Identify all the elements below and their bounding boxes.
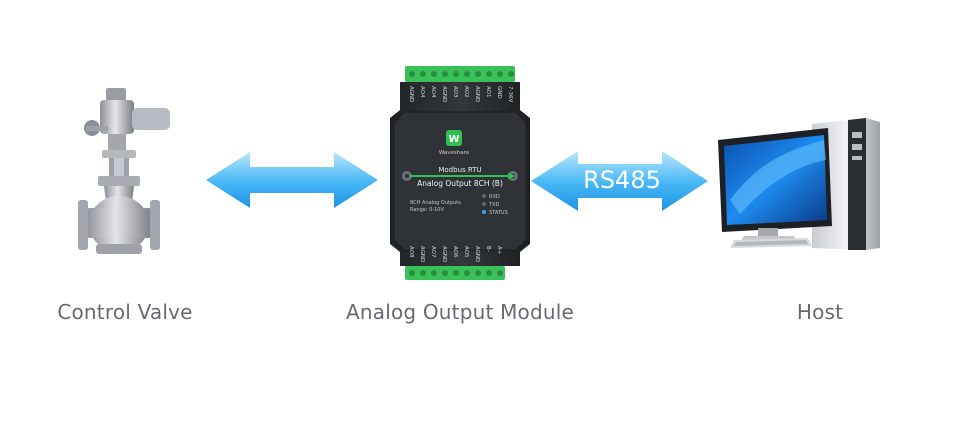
terminal-label: AGND bbox=[419, 246, 425, 262]
indicator-rxd: RXD bbox=[489, 194, 500, 200]
indicator-status: STATUS bbox=[489, 210, 508, 216]
control-valve-image bbox=[78, 88, 170, 254]
terminal-label: AO3 bbox=[452, 86, 458, 98]
module-indicators: RXD TXD STATUS bbox=[482, 194, 508, 216]
terminal-label: AGND bbox=[474, 86, 480, 102]
bottom-terminal-labels: AO8 AGND AO7 AGND AO6 AO5 AGND B- A+ bbox=[408, 246, 502, 262]
terminal-label: A+ bbox=[496, 246, 502, 255]
terminal-label: AO6 bbox=[452, 246, 458, 258]
module-protocol: Modbus RTU bbox=[438, 166, 481, 174]
terminal-label: GND bbox=[496, 86, 502, 99]
top-terminal-labels: AGND AO4 AO4 AGND AO3 AO2 AGND AO1 GND 7-36V bbox=[408, 86, 513, 102]
terminal-label: AO1 bbox=[485, 86, 491, 98]
terminal-label: AGND bbox=[441, 246, 447, 262]
terminal-label: AGND bbox=[408, 86, 414, 102]
terminal-label: AO2 bbox=[463, 86, 469, 98]
module-spec-2: Range: 0-10V bbox=[410, 207, 444, 213]
terminal-label: AO4 bbox=[430, 86, 436, 98]
terminal-label: AGND bbox=[441, 86, 447, 102]
terminal-label: AO8 bbox=[408, 246, 414, 258]
terminal-label: AO4 bbox=[419, 86, 425, 98]
terminal-label: AGND bbox=[474, 246, 480, 262]
indicator-txd: TXD bbox=[488, 202, 499, 208]
module-product-name: Analog Output 8CH (B) bbox=[417, 179, 503, 188]
module-brand: Waveshare bbox=[439, 150, 470, 156]
link-left-arrow bbox=[206, 152, 378, 208]
terminal-label: AO5 bbox=[463, 246, 469, 258]
rs485-label: RS485 bbox=[583, 166, 661, 194]
caption-host: Host bbox=[796, 300, 844, 324]
terminal-label: AO7 bbox=[430, 246, 436, 258]
terminal-label: B- bbox=[485, 246, 491, 252]
link-right-arrow bbox=[531, 151, 708, 211]
caption-control-valve: Control Valve bbox=[57, 300, 193, 324]
caption-analog-output-module: Analog Output Module bbox=[345, 300, 574, 324]
svg-text:W: W bbox=[448, 134, 459, 145]
terminal-label: 7-36V bbox=[507, 86, 513, 102]
module-spec-1: 8CH Analog Outputs bbox=[410, 200, 461, 206]
host-computer-image bbox=[718, 118, 880, 250]
